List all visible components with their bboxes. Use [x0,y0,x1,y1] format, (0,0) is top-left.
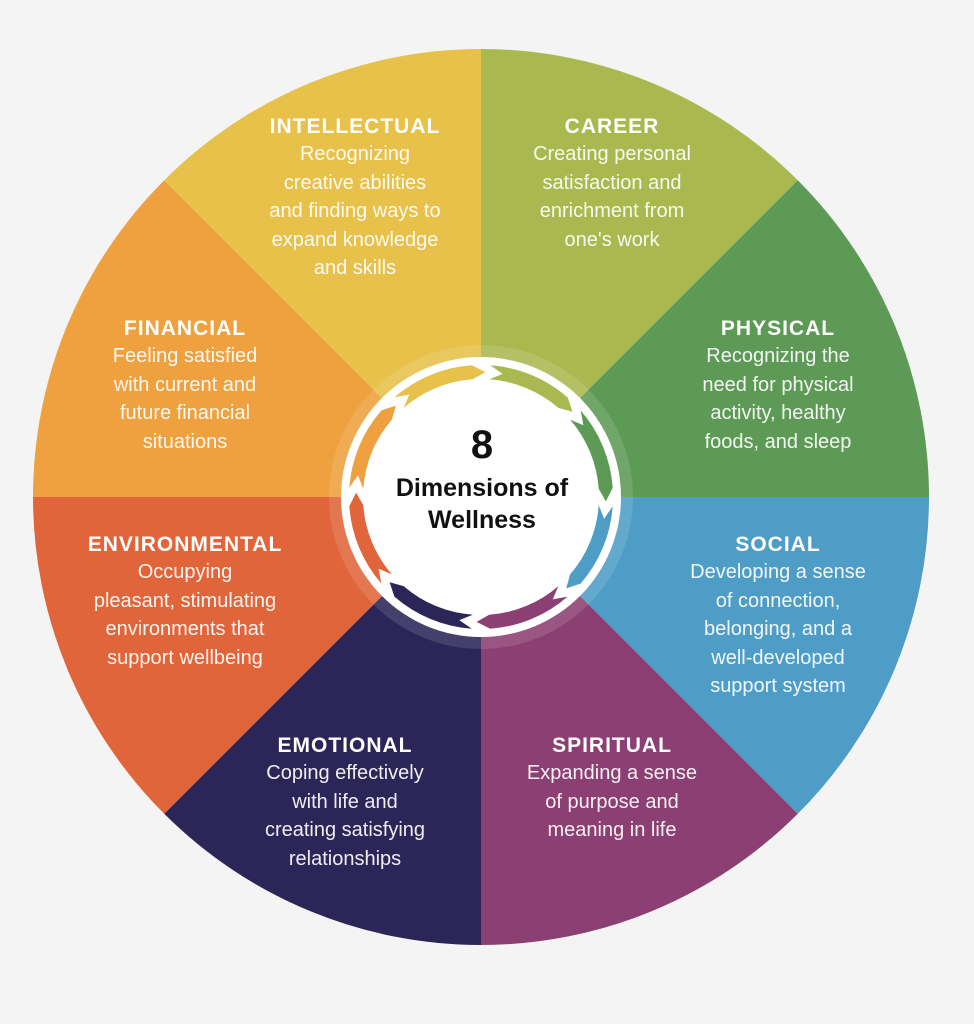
emotional-label: EMOTIONAL Coping effectively with life a… [225,733,465,873]
emotional-description: Coping effectively with life and creatin… [264,762,426,870]
social-label: SOCIAL Developing a sense of connection,… [658,532,898,701]
intellectual-label: INTELLECTUAL Recognizing creative abilit… [235,114,475,283]
career-label: CAREER Creating personal satisfaction an… [492,114,732,254]
financial-title: FINANCIAL [123,317,247,340]
emotional-title: EMOTIONAL [277,734,413,757]
physical-label: PHYSICAL Recognizing the need for physic… [658,316,898,456]
intellectual-title: INTELLECTUAL [269,115,441,138]
career-title: CAREER [564,115,660,138]
career-cycle-arrow-icon [489,365,573,412]
social-cycle-arrow-icon [566,505,613,589]
physical-cycle-arrow-icon [570,410,613,502]
intellectual-cycle-arrow-icon [394,365,486,408]
center-label: 8 Dimensions of Wellness [352,420,612,536]
emotional-cycle-arrow-icon [389,582,473,629]
social-title: SOCIAL [735,533,821,556]
intellectual-description: Recognizing creative abilities and findi… [269,143,441,279]
environmental-label: ENVIRONMENTAL Occupying pleasant, stimul… [50,532,320,672]
social-description: Developing a sense of connection, belong… [690,561,866,697]
financial-description: Feeling satisfied with current and futur… [112,345,258,453]
physical-title: PHYSICAL [720,317,836,340]
financial-cycle-arrow-icon [349,405,396,489]
center-title: Dimensions of Wellness [395,474,569,534]
environmental-cycle-arrow-icon [349,492,392,584]
center-number: 8 [470,423,494,467]
physical-description: Recognizing the need for physical activi… [702,345,854,453]
financial-label: FINANCIAL Feeling satisfied with current… [65,316,305,456]
environmental-title: ENVIRONMENTAL [87,533,283,556]
spiritual-description: Expanding a sense of purpose and meaning… [526,762,698,841]
spiritual-title: SPIRITUAL [552,734,672,757]
spiritual-label: SPIRITUAL Expanding a sense of purpose a… [492,733,732,845]
center-disk [367,383,595,611]
environmental-description: Occupying pleasant, stimulating environm… [93,561,277,669]
career-description: Creating personal satisfaction and enric… [533,143,691,251]
spiritual-cycle-arrow-icon [476,586,568,629]
